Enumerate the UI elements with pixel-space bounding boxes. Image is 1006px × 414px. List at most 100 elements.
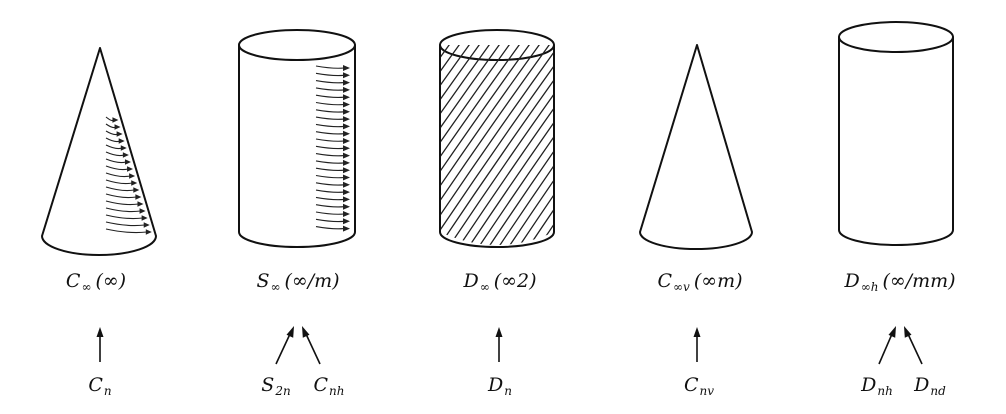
parallel-arrow: [315, 131, 345, 135]
cylinder-5-top: [838, 21, 954, 53]
cylinder-with-helical-hatching: [260, 29, 840, 260]
rotation-arrow: [105, 172, 131, 178]
hatch-line: [260, 30, 420, 260]
rotation-arrow-head: [124, 159, 131, 165]
cone-4-outline: [639, 44, 753, 250]
hatch-line: [440, 45, 511, 245]
hatch-line: [570, 30, 730, 260]
parallel-arrow-head: [343, 189, 350, 196]
parallel-arrow: [315, 160, 345, 164]
parallel-arrow: [315, 211, 345, 215]
rotation-arrow-head: [129, 173, 136, 179]
parallel-arrow-head: [343, 108, 350, 115]
rotation-arrow: [105, 214, 143, 220]
rotation-arrow-head: [145, 229, 152, 235]
rotation-arrow: [105, 207, 141, 213]
hatch-line: [459, 45, 554, 245]
hatch-line: [489, 45, 554, 245]
parallel-arrow-head: [343, 65, 350, 71]
parallel-arrow: [315, 196, 345, 201]
hatch-line: [640, 30, 800, 260]
subgroup-label-cnv: Cnv: [683, 374, 715, 398]
rotation-arrow: [105, 228, 147, 234]
hatch-line: [630, 30, 790, 260]
rotation-arrow: [105, 151, 125, 157]
parallel-arrow-head: [343, 123, 350, 130]
parallel-arrow: [315, 65, 345, 69]
rotation-arrow-head: [137, 201, 144, 207]
hatch-line: [660, 30, 820, 260]
rotation-arrow-head: [122, 152, 129, 158]
hatch-line: [620, 30, 780, 260]
hatch-line: [440, 45, 541, 245]
cylinder-2-arrows: [315, 65, 350, 232]
parallel-arrow-head: [343, 174, 350, 181]
parallel-arrow: [315, 204, 345, 208]
rotation-arrow: [105, 186, 135, 192]
cone-1-outline: [41, 47, 157, 256]
parallel-arrow: [315, 109, 345, 113]
cylinder-3-body: [439, 44, 555, 248]
hatch-line: [440, 45, 461, 245]
parallel-arrow-head: [343, 203, 350, 210]
rotation-arrow: [105, 137, 120, 143]
parallel-arrow: [315, 101, 345, 106]
group-label-s-inf: S∞(∞/m): [256, 270, 340, 294]
rotation-arrow-head: [143, 222, 150, 228]
hatch-line: [449, 45, 554, 245]
parallel-arrow: [315, 80, 345, 84]
parallel-arrow: [315, 123, 345, 128]
parallel-arrow-head: [343, 72, 350, 79]
parallel-arrow: [315, 167, 345, 171]
rotation-arrow: [105, 116, 114, 122]
rotation-arrow-head: [141, 215, 148, 221]
parallel-arrow: [315, 182, 345, 186]
rotation-arrow-head: [131, 180, 138, 186]
hatch-line: [440, 45, 554, 245]
hatch-line: [650, 30, 810, 260]
rotation-arrow-head: [139, 208, 146, 214]
hatch-line: [440, 45, 491, 245]
hatch-line: [600, 30, 760, 260]
cylinder-2-body: [238, 44, 356, 248]
rotation-arrow-head: [114, 124, 121, 130]
parallel-arrow: [315, 226, 345, 230]
group-label-c-inf-v: C∞v(∞m): [657, 270, 743, 294]
parallel-arrow-head: [343, 152, 350, 159]
subgroup-label-cn: Cn: [88, 374, 112, 398]
cylinder-with-parallel-arrows: [238, 29, 356, 248]
parallel-arrow: [315, 174, 345, 179]
hatch-line: [270, 30, 430, 260]
subgroup-label-s2n: S2n: [261, 374, 291, 398]
rotation-arrow: [105, 123, 116, 129]
parallel-arrow-head: [343, 218, 350, 225]
arrow-dnd: [904, 326, 923, 365]
arrow-dn: [495, 327, 503, 362]
parallel-arrow: [315, 116, 345, 120]
hatch-line: [539, 45, 554, 245]
subgroup-label-cnh: Cnh: [313, 374, 345, 398]
hatch-line: [440, 45, 501, 245]
parallel-arrow-head: [343, 181, 350, 188]
arrow-cn: [96, 327, 104, 362]
hatch-line: [680, 30, 840, 260]
parallel-arrow-head: [343, 159, 350, 166]
parallel-arrow-head: [343, 101, 350, 108]
parallel-arrow: [315, 153, 345, 157]
hatch-line: [469, 45, 554, 245]
group-label-d-inf: D∞(∞2): [463, 270, 537, 294]
rotation-arrow: [105, 158, 127, 164]
parallel-arrow-head: [343, 130, 350, 137]
hatch-line: [529, 45, 554, 245]
rotation-arrow-head: [135, 194, 142, 200]
hatch-line: [440, 45, 521, 245]
rotation-arrow-head: [120, 145, 127, 151]
plain-cylinder: [838, 21, 954, 246]
hatch-line: [440, 45, 451, 245]
parallel-arrow-head: [343, 211, 350, 217]
rotation-arrow-head: [133, 187, 140, 193]
subgroup-label-dn: Dn: [488, 374, 512, 398]
cylinder-5-body: [838, 36, 954, 246]
hatch-line: [440, 45, 554, 245]
